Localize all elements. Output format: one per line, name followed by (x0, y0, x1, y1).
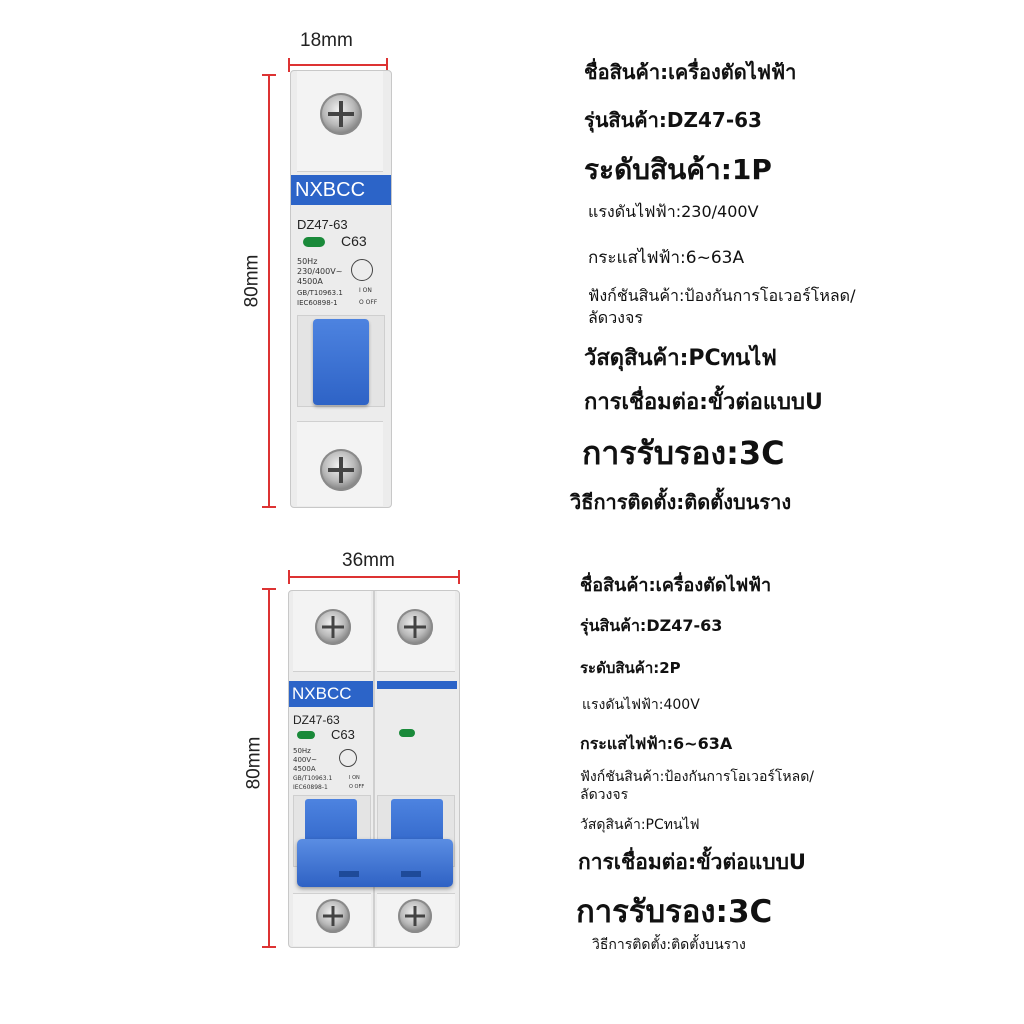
spec-2p-cert: การรับรอง:3C (576, 894, 773, 930)
spec-1p-current: กระแสไฟฟ้า:6~63A (588, 248, 745, 268)
spec-1p-install: วิธีการติดตั้ง:ติดตั้งบนราง (570, 490, 792, 514)
cert-mark-icon (351, 259, 373, 281)
terminal-screw-icon (320, 93, 362, 135)
width-label-1p: 18mm (300, 30, 353, 51)
terminal-screw-icon (398, 899, 432, 933)
cert-mark-icon (339, 749, 357, 767)
spec-2p-function: ฟังก์ชันสินค้า:ป้องกันการโอเวอร์โหลด/ (580, 769, 815, 785)
height-label-2p: 80mm (243, 736, 265, 790)
voltage-label: 230/400V~ (297, 267, 343, 276)
spec-2p-name: ชื่อสินค้า:เครื่องตัดไฟฟ้า (580, 575, 772, 596)
spec-2p-connection: การเชื่อมต่อ:ขั้วต่อแบบU (578, 850, 806, 874)
brand-label: NXBCC (292, 684, 352, 703)
spec-2p-voltage: แรงดันไฟฟ้า:400V (582, 697, 700, 713)
freq-label: 50Hz (293, 747, 311, 755)
terminal-screw-icon (315, 609, 351, 645)
off-label: O OFF (349, 784, 365, 790)
width-dimension-1p (288, 58, 388, 72)
spec-1p-material: วัสดุสินค้า:PCทนไฟ (584, 346, 777, 371)
spec-1p-function-cont: ลัดวงจร (588, 308, 643, 327)
breaker-2p: NXBCC DZ47-63 C63 50Hz 400V~ 4500A GB/T1… (288, 590, 460, 948)
spec-1p-connection: การเชื่อมต่อ:ขั้วต่อแบบU (584, 390, 823, 415)
breaker-1p: NXBCC DZ47-63 C63 50Hz 230/400V~ 4500A G… (290, 70, 392, 508)
standard-2: IEC60898-1 (293, 784, 328, 791)
terminal-screw-icon (320, 449, 362, 491)
model-label: DZ47-63 (293, 713, 340, 727)
spec-1p-model: รุ่นสินค้า:DZ47-63 (584, 108, 762, 132)
standard-2: IEC60898-1 (297, 299, 338, 307)
voltage-label: 400V~ (293, 756, 318, 764)
terminal-screw-icon (316, 899, 350, 933)
spec-2p-material: วัสดุสินค้า:PCทนไฟ (580, 817, 700, 833)
height-label-1p: 80mm (241, 254, 263, 308)
rating-label: C63 (331, 727, 355, 742)
status-indicator-right (399, 729, 415, 737)
model-label: DZ47-63 (297, 217, 348, 232)
width-dimension-2p (288, 570, 460, 584)
terminal-screw-icon (397, 609, 433, 645)
capacity-label: 4500A (297, 277, 323, 286)
on-label: I ON (359, 287, 372, 294)
off-label: O OFF (359, 299, 378, 306)
spec-1p-voltage: แรงดันไฟฟ้า:230/400V (588, 202, 759, 221)
toggle-handle[interactable] (313, 319, 369, 405)
spec-1p-level: ระดับสินค้า:1P (584, 153, 772, 186)
status-indicator (303, 237, 325, 247)
handle-tie-bar[interactable] (297, 839, 453, 887)
freq-label: 50Hz (297, 257, 318, 266)
height-dimension-2p (262, 588, 276, 948)
on-label: I ON (349, 775, 360, 781)
capacity-label: 4500A (293, 765, 316, 773)
spec-2p-model: รุ่นสินค้า:DZ47-63 (580, 616, 723, 635)
spec-2p-install: วิธีการติดตั้ง:ติดตั้งบนราง (592, 937, 746, 953)
spec-1p-function: ฟังก์ชันสินค้า:ป้องกันการโอเวอร์โหลด/ (588, 286, 856, 305)
spec-2p-current: กระแสไฟฟ้า:6~63A (580, 734, 733, 753)
height-dimension-1p (262, 74, 276, 508)
standard-1: GB/T10963.1 (293, 775, 333, 782)
spec-1p-cert: การรับรอง:3C (582, 434, 785, 472)
brand-label: NXBCC (295, 179, 366, 201)
status-indicator (297, 731, 315, 739)
spec-1p-name: ชื่อสินค้า:เครื่องตัดไฟฟ้า (584, 60, 797, 84)
spec-2p-function-cont: ลัดวงจร (580, 787, 629, 803)
width-label-2p: 36mm (342, 550, 395, 571)
spec-2p-level: ระดับสินค้า:2P (580, 659, 681, 677)
standard-1: GB/T10963.1 (297, 289, 343, 297)
rating-label: C63 (341, 233, 367, 249)
